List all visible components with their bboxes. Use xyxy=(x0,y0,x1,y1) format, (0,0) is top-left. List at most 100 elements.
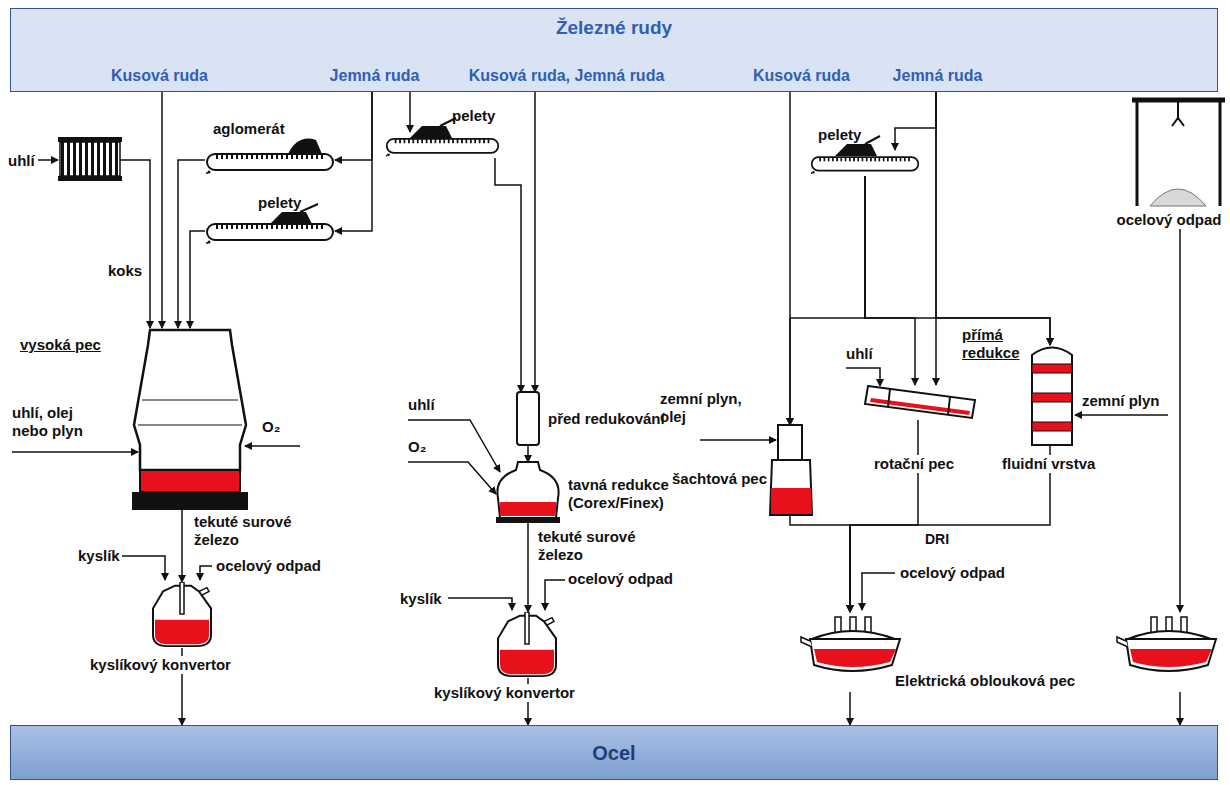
annotation-label: tekuté surové železo xyxy=(538,528,650,564)
drawing-part xyxy=(870,398,970,415)
node-label: ocelový odpad xyxy=(1112,211,1226,229)
annotation-label: O₂ xyxy=(262,418,280,436)
electric-arc-furnace: Elektrická oblouková pec xyxy=(790,612,1225,692)
drawing-part xyxy=(1032,348,1072,446)
drawing-part xyxy=(38,159,58,161)
drawing-part xyxy=(300,204,318,212)
rotary-kiln xyxy=(865,386,975,418)
pre-reduction-shaft xyxy=(517,392,539,445)
drawing-part xyxy=(386,139,498,157)
node-label: Železné rudy xyxy=(11,9,1217,39)
annotation-label: přímá redukce xyxy=(962,326,1040,362)
drawing-part xyxy=(206,224,333,244)
node-label: pelety xyxy=(452,107,495,125)
drawing-part xyxy=(448,598,512,610)
flow-arrow xyxy=(865,176,1050,345)
flow-arrow xyxy=(1179,229,1181,612)
scrap-crane xyxy=(1132,100,1225,206)
flow-arrow xyxy=(850,420,918,612)
flow-arrow xyxy=(534,85,536,393)
node-label: šachtová pec xyxy=(672,470,767,488)
shaft-furnace xyxy=(770,425,812,515)
flow-arrow xyxy=(849,692,851,725)
flow-arrow xyxy=(936,85,1050,346)
flow-arrow xyxy=(495,158,521,392)
node-label: před redukování xyxy=(548,410,665,428)
annotation-label: uhlí xyxy=(8,152,35,170)
annotation-label: ocelový odpad xyxy=(900,564,1005,582)
sinter-machine: aglomerát xyxy=(205,148,335,174)
drawing-part xyxy=(132,492,248,510)
coke-oven xyxy=(58,137,122,181)
drawing-part xyxy=(153,582,211,646)
drawing-part xyxy=(140,470,240,492)
node-label: aglomerát xyxy=(213,120,285,138)
annotation-label: uhlí, olej nebo plyn xyxy=(12,404,98,440)
annotation-label: tekuté surové železo xyxy=(194,513,306,549)
drawing-part xyxy=(206,154,333,174)
drawing-part xyxy=(498,612,556,676)
steel-band: Ocel xyxy=(10,725,1218,780)
drawing-part xyxy=(865,386,975,418)
ore-type: Kusová ruda xyxy=(111,66,208,85)
drawing-part xyxy=(12,451,138,453)
flow-arrow xyxy=(790,515,850,612)
flow-arrow xyxy=(527,445,529,462)
annotation-label: ocelový odpad xyxy=(216,557,321,575)
shaft-furnace: šachtová pec xyxy=(770,425,812,515)
annotation-label: uhlí xyxy=(408,396,435,414)
smelting-vessel xyxy=(496,462,560,523)
node-label: Kusová ruda xyxy=(111,66,208,85)
drawing-part xyxy=(270,212,312,224)
node-label: vysoká pec xyxy=(20,336,101,354)
drawing-part xyxy=(865,136,880,144)
fluidized-bed xyxy=(1032,348,1072,446)
flow-arrow xyxy=(161,85,163,329)
drawing-part xyxy=(288,139,322,154)
drawing-part xyxy=(122,556,165,580)
scrap-yard: ocelový odpad xyxy=(1112,95,1226,229)
pellet-machine xyxy=(206,118,918,244)
drawing-part xyxy=(408,420,500,472)
drawing-part xyxy=(771,488,812,514)
drawing-part xyxy=(835,144,877,156)
drawing-part xyxy=(410,126,452,138)
drawing-part xyxy=(200,566,212,580)
annotation-label: uhlí xyxy=(846,345,873,363)
node-label: pelety xyxy=(818,126,861,144)
pellet-machine: pelety xyxy=(810,150,920,176)
drawing-part xyxy=(1172,100,1184,126)
drawing-part xyxy=(700,439,776,441)
flow-arrow xyxy=(181,510,183,582)
node-label: fluidní vrstva xyxy=(1000,455,1097,473)
drawing-part xyxy=(770,460,812,515)
drawing-part xyxy=(408,462,496,494)
drawing-part xyxy=(1117,617,1216,671)
drawing-part xyxy=(1032,364,1072,373)
drawing-part xyxy=(778,425,802,460)
fluidized-bed: fluidní vrstva xyxy=(1030,345,1075,445)
node-label: Kusová ruda, Jemná ruda xyxy=(469,66,665,85)
drawing-part xyxy=(888,389,950,415)
drawing-part xyxy=(245,445,300,447)
sinter-machine xyxy=(206,139,333,174)
rotary-kiln: rotační pec xyxy=(865,385,975,420)
smelting-reduction: tavná redukce (Corex/Finex) xyxy=(495,462,561,522)
node-label: Jemná ruda xyxy=(330,66,420,85)
oxygen-converter: kyslíkový konvertor xyxy=(490,612,565,678)
node-label: kyslíkový konvertor xyxy=(432,684,577,702)
annotation-label: zemní plyn, olej xyxy=(660,390,756,426)
drawing-part xyxy=(60,142,120,176)
blast-furnace xyxy=(132,330,248,510)
drawing-part xyxy=(138,400,242,425)
drawing-part xyxy=(500,502,556,516)
annotation-label: ocelový odpad xyxy=(568,570,673,588)
node-label: kyslíkový konvertor xyxy=(88,656,233,674)
pellet-machine: pelety xyxy=(385,132,500,158)
flow-arrow xyxy=(527,522,529,612)
annotation-label: O₂ xyxy=(408,438,426,456)
flow-arrow xyxy=(335,85,372,161)
drawing-part xyxy=(846,368,880,386)
